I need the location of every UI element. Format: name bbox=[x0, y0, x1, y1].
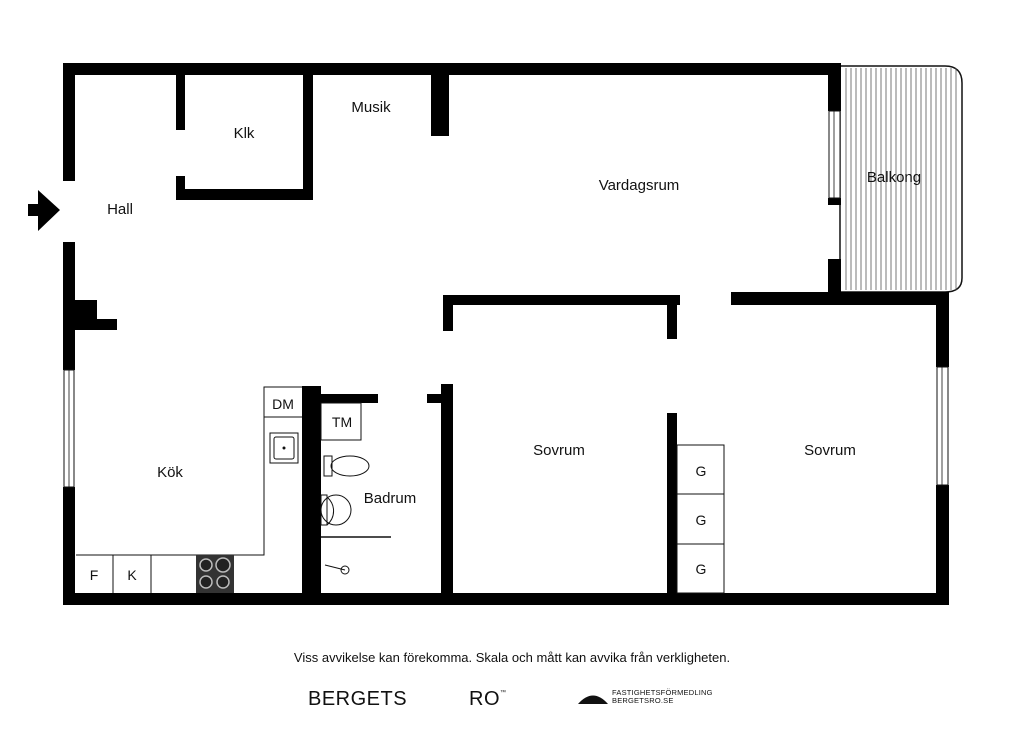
room-label-balkong: Balkong bbox=[867, 169, 921, 186]
label-dishwasher: DM bbox=[272, 396, 294, 412]
agency-logo: FASTIGHETSFÖRMEDLING BERGETSRO.SE bbox=[578, 689, 713, 705]
brand-left: BERGETS bbox=[308, 688, 408, 710]
room-label-sovrum-2: Sovrum bbox=[804, 442, 856, 459]
label-fridge: F bbox=[90, 567, 99, 583]
room-label-kok: Kök bbox=[157, 464, 183, 481]
entrance-arrow-icon bbox=[28, 190, 60, 231]
brand-trademark: ™ bbox=[500, 690, 507, 696]
agency-line-1: FASTIGHETSFÖRMEDLING bbox=[612, 688, 713, 697]
agency-line-2: BERGETSRO.SE bbox=[612, 696, 674, 705]
label-dryer: TM bbox=[332, 414, 352, 430]
agency-mountain-icon bbox=[578, 695, 608, 704]
room-label-klk: Klk bbox=[234, 125, 255, 142]
wardrobes bbox=[676, 444, 725, 594]
walls bbox=[63, 63, 949, 605]
label-wardrobe-2: G bbox=[696, 512, 707, 528]
bathroom-fixtures bbox=[320, 402, 391, 575]
label-freezer: K bbox=[127, 567, 137, 583]
floor-plan: Hall Klk Musik Vardagsrum Balkong Kök Ba… bbox=[28, 63, 963, 605]
stove-icon bbox=[196, 555, 234, 593]
kitchen-sink-icon bbox=[273, 436, 295, 460]
balcony-deck bbox=[839, 65, 963, 293]
room-label-sovrum-1: Sovrum bbox=[533, 442, 585, 459]
room-label-musik: Musik bbox=[351, 99, 391, 116]
brand-right-text: RO bbox=[469, 688, 500, 710]
room-label-hall: Hall bbox=[107, 201, 133, 218]
room-label-vardagsrum: Vardagsrum bbox=[599, 177, 680, 194]
brand-right: RO™ bbox=[469, 688, 507, 711]
room-label-badrum: Badrum bbox=[364, 490, 417, 507]
label-wardrobe-3: G bbox=[696, 561, 707, 577]
disclaimer: Viss avvikelse kan förekomma. Skala och … bbox=[293, 650, 731, 665]
label-wardrobe-1: G bbox=[696, 463, 707, 479]
kitchen-counter bbox=[76, 386, 302, 593]
